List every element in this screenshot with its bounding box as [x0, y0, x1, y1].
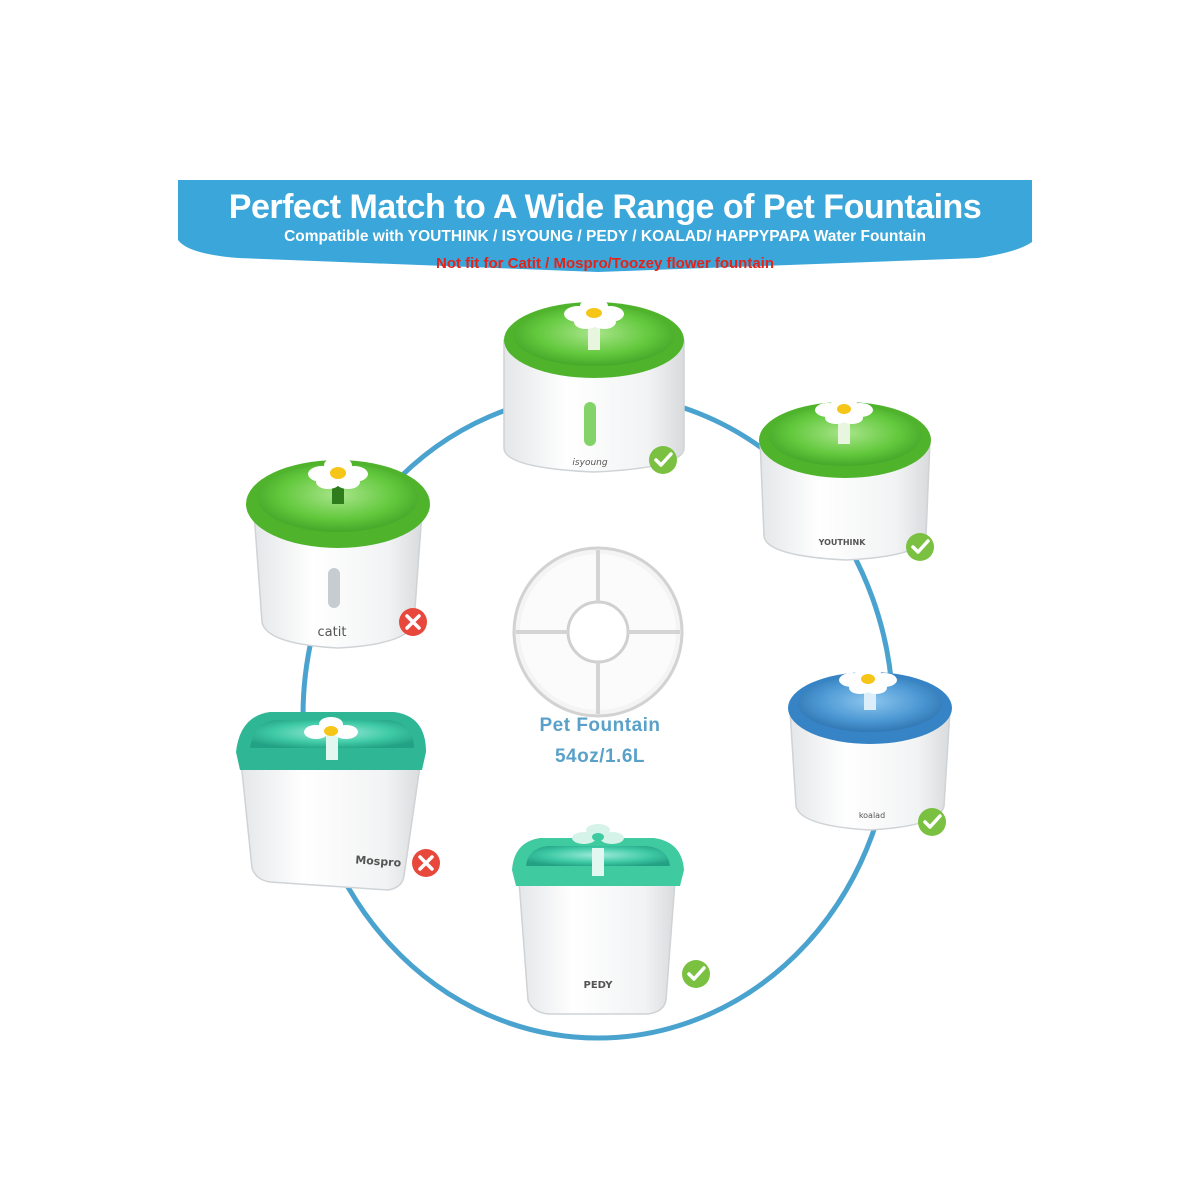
check-icon — [918, 808, 946, 836]
banner-title: Perfect Match to A Wide Range of Pet Fou… — [228, 188, 982, 226]
banner-subtitle: Compatible with YOUTHINK / ISYOUNG / PED… — [284, 228, 926, 245]
flower-icon — [308, 457, 368, 489]
check-icon — [649, 446, 677, 474]
fountain-koalad: koalad — [788, 665, 952, 831]
fountain-brand-label: Mospro — [355, 853, 402, 869]
fountain-brand-label: YOUTHINK — [818, 538, 867, 547]
banner-warning: Not fit for Catit / Mospro/Toozey flower… — [435, 255, 775, 272]
fountain-isyoung: isyoung — [503, 298, 685, 473]
filter-disc-icon — [512, 546, 684, 718]
flower-icon — [572, 824, 624, 844]
center-label-name: Pet Fountain — [539, 715, 661, 736]
check-icon — [906, 533, 934, 561]
fountain-mospro: Mospro — [236, 712, 426, 891]
fountain-brand-label: PEDY — [584, 980, 614, 991]
fountain-brand-label: isyoung — [572, 458, 607, 468]
check-icon — [682, 960, 710, 988]
flower-icon — [815, 395, 873, 424]
fountain-brand-label: catit — [318, 625, 347, 640]
center-label-capacity: 54oz/1.6L — [554, 746, 646, 767]
cross-icon — [399, 608, 427, 636]
flower-icon — [839, 665, 897, 694]
fountain-brand-label: koalad — [859, 811, 885, 820]
flower-icon — [304, 717, 358, 739]
fountain-youthink: YOUTHINK — [759, 395, 931, 561]
header-banner: Perfect Match to A Wide Range of Pet Fou… — [178, 180, 1032, 286]
banner-background — [178, 180, 1032, 272]
flower-icon — [564, 298, 624, 329]
cross-icon — [412, 849, 440, 877]
fountain-pedy: PEDY — [512, 824, 684, 1015]
